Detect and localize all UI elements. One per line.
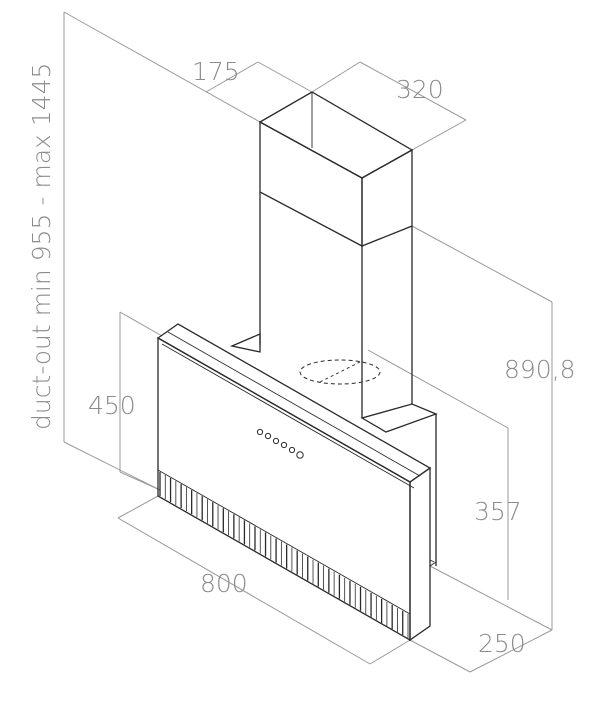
dim-total-height: 890,8 [504,355,576,384]
grille-slats [159,472,409,638]
dim-base-depth: 250 [478,629,526,658]
dim-panel-height: 450 [88,391,136,420]
dim-body-depth: 357 [474,497,522,526]
control-buttons [256,428,304,459]
dim-chimney-width: 320 [396,75,444,104]
hood-body [229,333,438,567]
dim-duct-range: duct-out min 955 - max 1445 [27,63,56,430]
dim-chimney-depth: 175 [192,57,240,86]
dim-width: 800 [200,569,248,598]
chimney [258,91,414,419]
dimension-lines [63,11,553,673]
dimension-labels: 175 320 890,8 450 357 800 250 duct-out m… [27,57,576,658]
glass-panel [156,323,435,642]
motor-ellipse [299,359,381,385]
